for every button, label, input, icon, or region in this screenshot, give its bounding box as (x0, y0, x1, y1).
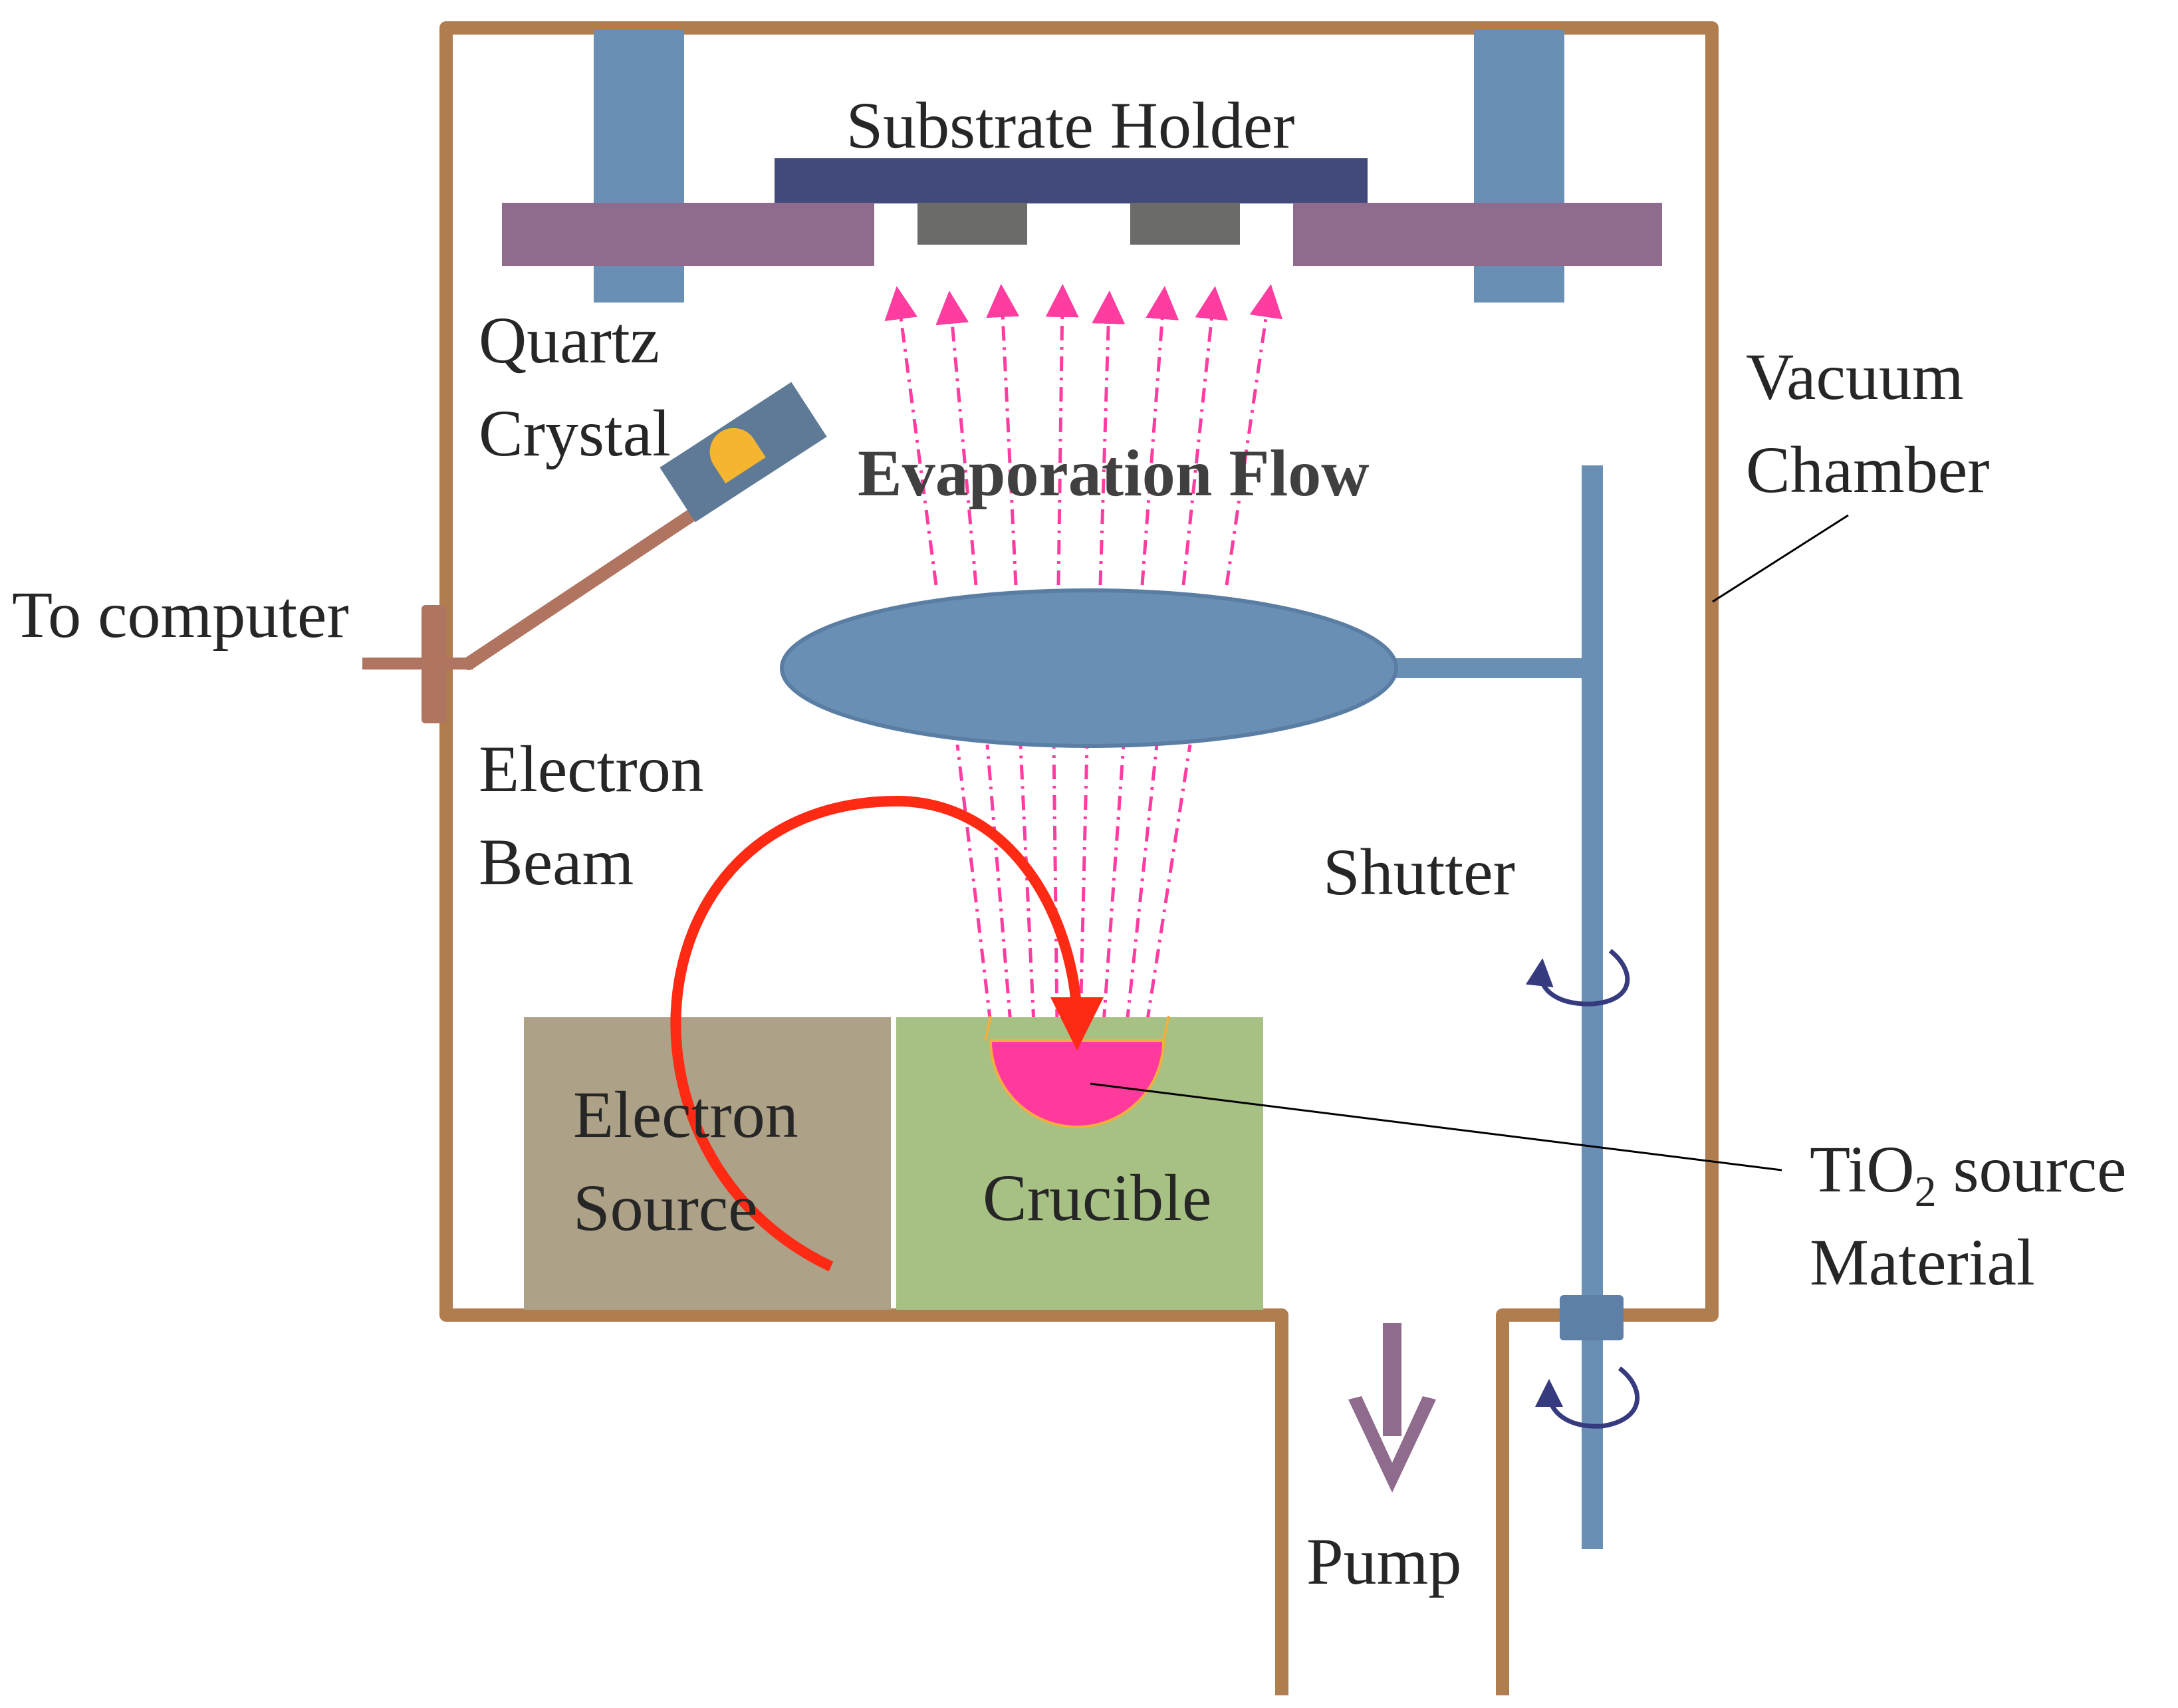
clamp-bar-right (1293, 203, 1662, 266)
electron-beam-path (670, 795, 1104, 1272)
to-computer-label: To computer (12, 578, 349, 652)
tio2-source-word: source (1937, 1132, 2127, 1206)
vacuum-chamber-label-line2: Chamber (1746, 433, 1990, 507)
substrate-pad-left (917, 203, 1027, 245)
tio2-source-label: TiO2 source (1810, 1132, 2127, 1216)
tio2-subscript: 2 (1915, 1167, 1937, 1216)
clamp-bar-left (502, 203, 874, 266)
shutter-rotation-arrow-upper (1525, 949, 1630, 1007)
feedthrough-flange (422, 605, 447, 723)
substrate-pad-right (1130, 203, 1240, 245)
electron-source-label-line2: Source (573, 1171, 758, 1245)
electron-source-block (524, 1017, 891, 1310)
quartz-crystal-label-line1: Quartz (479, 303, 660, 377)
material-label: Material (1810, 1225, 2035, 1299)
pump-label: Pump (1306, 1525, 1461, 1598)
crucible-label: Crucible (983, 1161, 1211, 1235)
pump-arrow (1348, 1323, 1436, 1493)
shutter-arm (1390, 658, 1596, 678)
vacuum-chamber-wall (439, 21, 1719, 1695)
quartz-crystal-label-line2: Crystal (479, 396, 671, 470)
shutter-disk (780, 588, 1398, 748)
tio2-melt-pool (989, 1039, 1165, 1128)
shutter-feedthrough-collar (1560, 1295, 1624, 1340)
tio2-leader (1090, 1082, 1782, 1171)
evaporation-lines-lower (955, 744, 1192, 1025)
evaporation-flow-arrows (884, 284, 1283, 586)
crucible-rim-lip (984, 1015, 1170, 1041)
shutter-rotation-arrow-lower (1535, 1366, 1640, 1429)
substrate-holder-label: Substrate Holder (846, 88, 1295, 162)
vacuum-chamber-leader (1712, 514, 1849, 603)
quartz-sensor-arm (462, 502, 708, 670)
shutter-rod (1582, 465, 1603, 1549)
quartz-crystal-sensor (660, 382, 827, 523)
shutter-label: Shutter (1323, 835, 1515, 909)
evaporation-flow-label: Evaporation Flow (858, 436, 1369, 510)
electron-beam-label-line2: Beam (479, 825, 634, 899)
substrate-holder-bar (775, 158, 1368, 203)
electron-source-label-line1: Electron (573, 1078, 798, 1152)
electron-beam-label-line1: Electron (479, 732, 704, 806)
tio2-formula: TiO (1810, 1132, 1915, 1206)
vacuum-chamber-label-line1: Vacuum (1746, 340, 1964, 414)
